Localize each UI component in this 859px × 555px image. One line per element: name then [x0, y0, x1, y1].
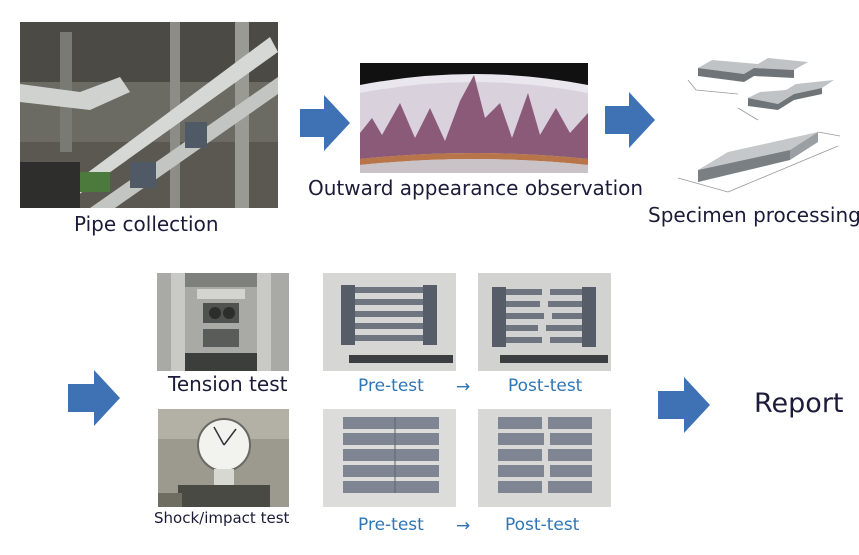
- specimen-drawings: [677, 58, 841, 193]
- tension-post-test-photo: [478, 273, 611, 371]
- pipe-photo: [20, 22, 278, 208]
- shock-post-test-label: Post-test: [505, 515, 580, 535]
- tension-pre-test-label: Pre-test: [358, 376, 424, 396]
- specimen-processing-caption: Specimen processing: [648, 203, 859, 227]
- shock-pre-test-label: Pre-test: [358, 515, 424, 535]
- shock-post-test-photo: [478, 409, 611, 507]
- tension-pre-test-photo: [323, 273, 456, 371]
- tension-test-caption: Tension test: [168, 372, 288, 396]
- tension-post-test-label: Post-test: [508, 376, 583, 396]
- arrow-right-icon: [658, 377, 710, 433]
- impact-test-machine-photo: [158, 409, 289, 507]
- arrow-right-icon: [300, 95, 350, 151]
- tension-test-machine-photo: [157, 273, 289, 371]
- pipe-collection-caption: Pipe collection: [74, 212, 219, 236]
- shock-pre-test-photo: [323, 409, 456, 507]
- tension-arrow-icon: →: [456, 377, 471, 397]
- shock-arrow-icon: →: [456, 516, 471, 536]
- outward-appearance-caption: Outward appearance observation: [308, 176, 644, 200]
- arrow-right-icon: [605, 92, 655, 148]
- shock-impact-test-caption: Shock/impact test: [154, 509, 290, 527]
- pipe-cross-section-photo: [360, 63, 588, 173]
- arrow-right-icon: [68, 370, 120, 426]
- report-label: Report: [754, 388, 844, 419]
